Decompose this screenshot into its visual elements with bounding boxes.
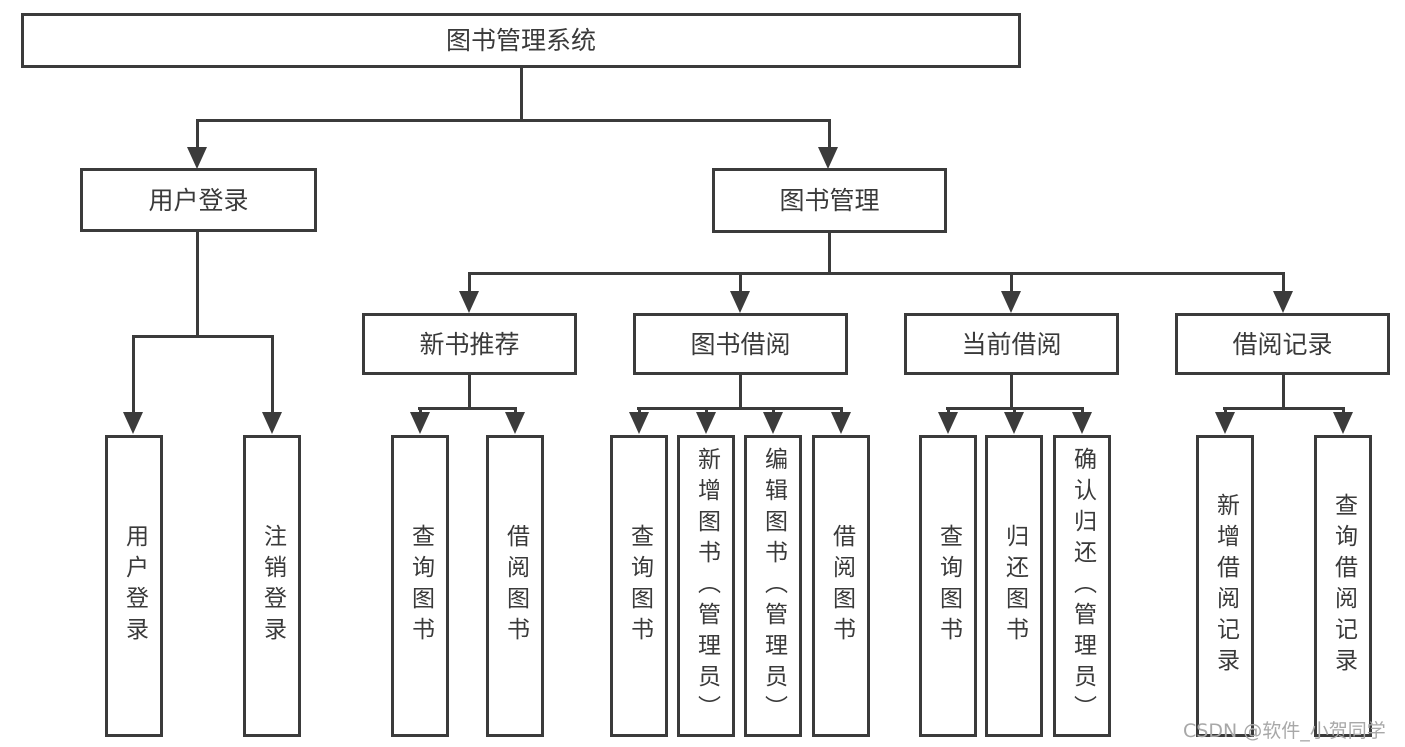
connector-drop-bb-add (705, 407, 708, 415)
arrow-to-bb-query (629, 412, 649, 434)
connector-recommend-stem (468, 375, 471, 410)
arrow-to-rec-borrow (505, 412, 525, 434)
leaf-label: 编辑图书（管理员） (760, 446, 787, 726)
leaf-edit-books-admin: 编辑图书（管理员） (744, 435, 802, 737)
arrow-to-leaf-logout (262, 412, 282, 434)
connector-recommend-rail (418, 407, 517, 410)
connector-drop-cb-confirm (1081, 407, 1084, 415)
leaf-label: 借阅图书 (828, 524, 855, 648)
connector-bookmgmt-stem (828, 233, 831, 275)
node-root-system: 图书管理系统 (21, 13, 1021, 68)
arrow-to-br-add (1215, 412, 1235, 434)
leaf-label: 注销登录 (259, 524, 286, 648)
leaf-add-borrow-record: 新增借阅记录 (1196, 435, 1254, 737)
connector-drop-bookborrow (739, 272, 742, 292)
leaf-borrow-books: 借阅图书 (812, 435, 870, 737)
connector-drop-borrowrecords (1282, 272, 1285, 292)
node-user-login: 用户登录 (80, 168, 317, 232)
leaf-query-books-recommend: 查询图书 (391, 435, 449, 737)
connector-drop-currentborrow (1010, 272, 1013, 292)
connector-drop-bb-edit (772, 407, 775, 415)
leaf-logout: 注销登录 (243, 435, 301, 737)
connector-bookmgmt-rail (468, 272, 1285, 275)
arrow-to-br-query (1333, 412, 1353, 434)
connector-drop-rec-query (419, 407, 422, 415)
connector-currentborrow-stem (1010, 375, 1013, 410)
connector-drop-user-login (196, 119, 199, 149)
connector-userlogin-stem (196, 232, 199, 338)
arrow-to-borrowrecords (1273, 291, 1293, 313)
csdn-watermark: CSDN @软件_小贺同学 (1183, 720, 1386, 742)
leaf-user-login: 用户登录 (105, 435, 163, 737)
connector-drop-br-query (1342, 407, 1345, 415)
node-current-borrow: 当前借阅 (904, 313, 1119, 375)
leaf-label: 查询图书 (407, 524, 434, 648)
connector-bookborrow-stem (739, 375, 742, 410)
connector-drop-rec-borrow (514, 407, 517, 415)
leaf-query-books-borrow: 查询图书 (610, 435, 668, 737)
arrow-to-recommend (459, 291, 479, 313)
connector-drop-leaf-logout (271, 335, 274, 413)
leaf-label: 新增图书（管理员） (693, 446, 720, 726)
connector-borrowrecords-rail (1223, 407, 1345, 410)
leaf-label: 确认归还（管理员） (1069, 446, 1096, 726)
connector-drop-br-add (1224, 407, 1227, 415)
leaf-label: 查询图书 (626, 524, 653, 648)
arrow-to-book-management (818, 147, 838, 169)
arrow-to-cb-query (938, 412, 958, 434)
connector-drop-bb-query (638, 407, 641, 415)
leaf-label: 查询借阅记录 (1330, 493, 1357, 679)
connector-drop-leaf-login (132, 335, 135, 413)
connector-userlogin-rail (132, 335, 274, 338)
arrow-to-bookborrow (730, 291, 750, 313)
connector-borrowrecords-stem (1282, 375, 1285, 410)
leaf-borrow-books-recommend: 借阅图书 (486, 435, 544, 737)
connector-drop-cb-return (1013, 407, 1016, 415)
leaf-label: 归还图书 (1001, 524, 1028, 648)
arrow-to-currentborrow (1001, 291, 1021, 313)
connector-drop-recommend (468, 272, 471, 292)
leaf-label: 用户登录 (121, 524, 148, 648)
leaf-query-books-current: 查询图书 (919, 435, 977, 737)
arrow-to-leaf-login (123, 412, 143, 434)
leaf-return-books: 归还图书 (985, 435, 1043, 737)
leaf-query-borrow-record: 查询借阅记录 (1314, 435, 1372, 737)
arrow-to-rec-query (410, 412, 430, 434)
connector-bookborrow-rail (637, 407, 843, 410)
node-new-book-recommend: 新书推荐 (362, 313, 577, 375)
arrow-to-bb-edit (763, 412, 783, 434)
connector-drop-book-management (828, 119, 831, 149)
leaf-label: 查询图书 (935, 524, 962, 648)
connector-root-stem (520, 68, 523, 121)
connector-root-rail (196, 119, 831, 122)
leaf-label: 新增借阅记录 (1212, 493, 1239, 679)
node-borrow-records: 借阅记录 (1175, 313, 1390, 375)
leaf-confirm-return-admin: 确认归还（管理员） (1053, 435, 1111, 737)
arrow-to-cb-confirm (1072, 412, 1092, 434)
leaf-add-books-admin: 新增图书（管理员） (677, 435, 735, 737)
node-book-borrow: 图书借阅 (633, 313, 848, 375)
leaf-label: 借阅图书 (502, 524, 529, 648)
node-book-management: 图书管理 (712, 168, 947, 233)
arrow-to-bb-borrow (831, 412, 851, 434)
arrow-to-bb-add (696, 412, 716, 434)
connector-drop-bb-borrow (840, 407, 843, 415)
connector-drop-cb-query (947, 407, 950, 415)
arrow-to-cb-return (1004, 412, 1024, 434)
arrow-to-user-login (187, 147, 207, 169)
